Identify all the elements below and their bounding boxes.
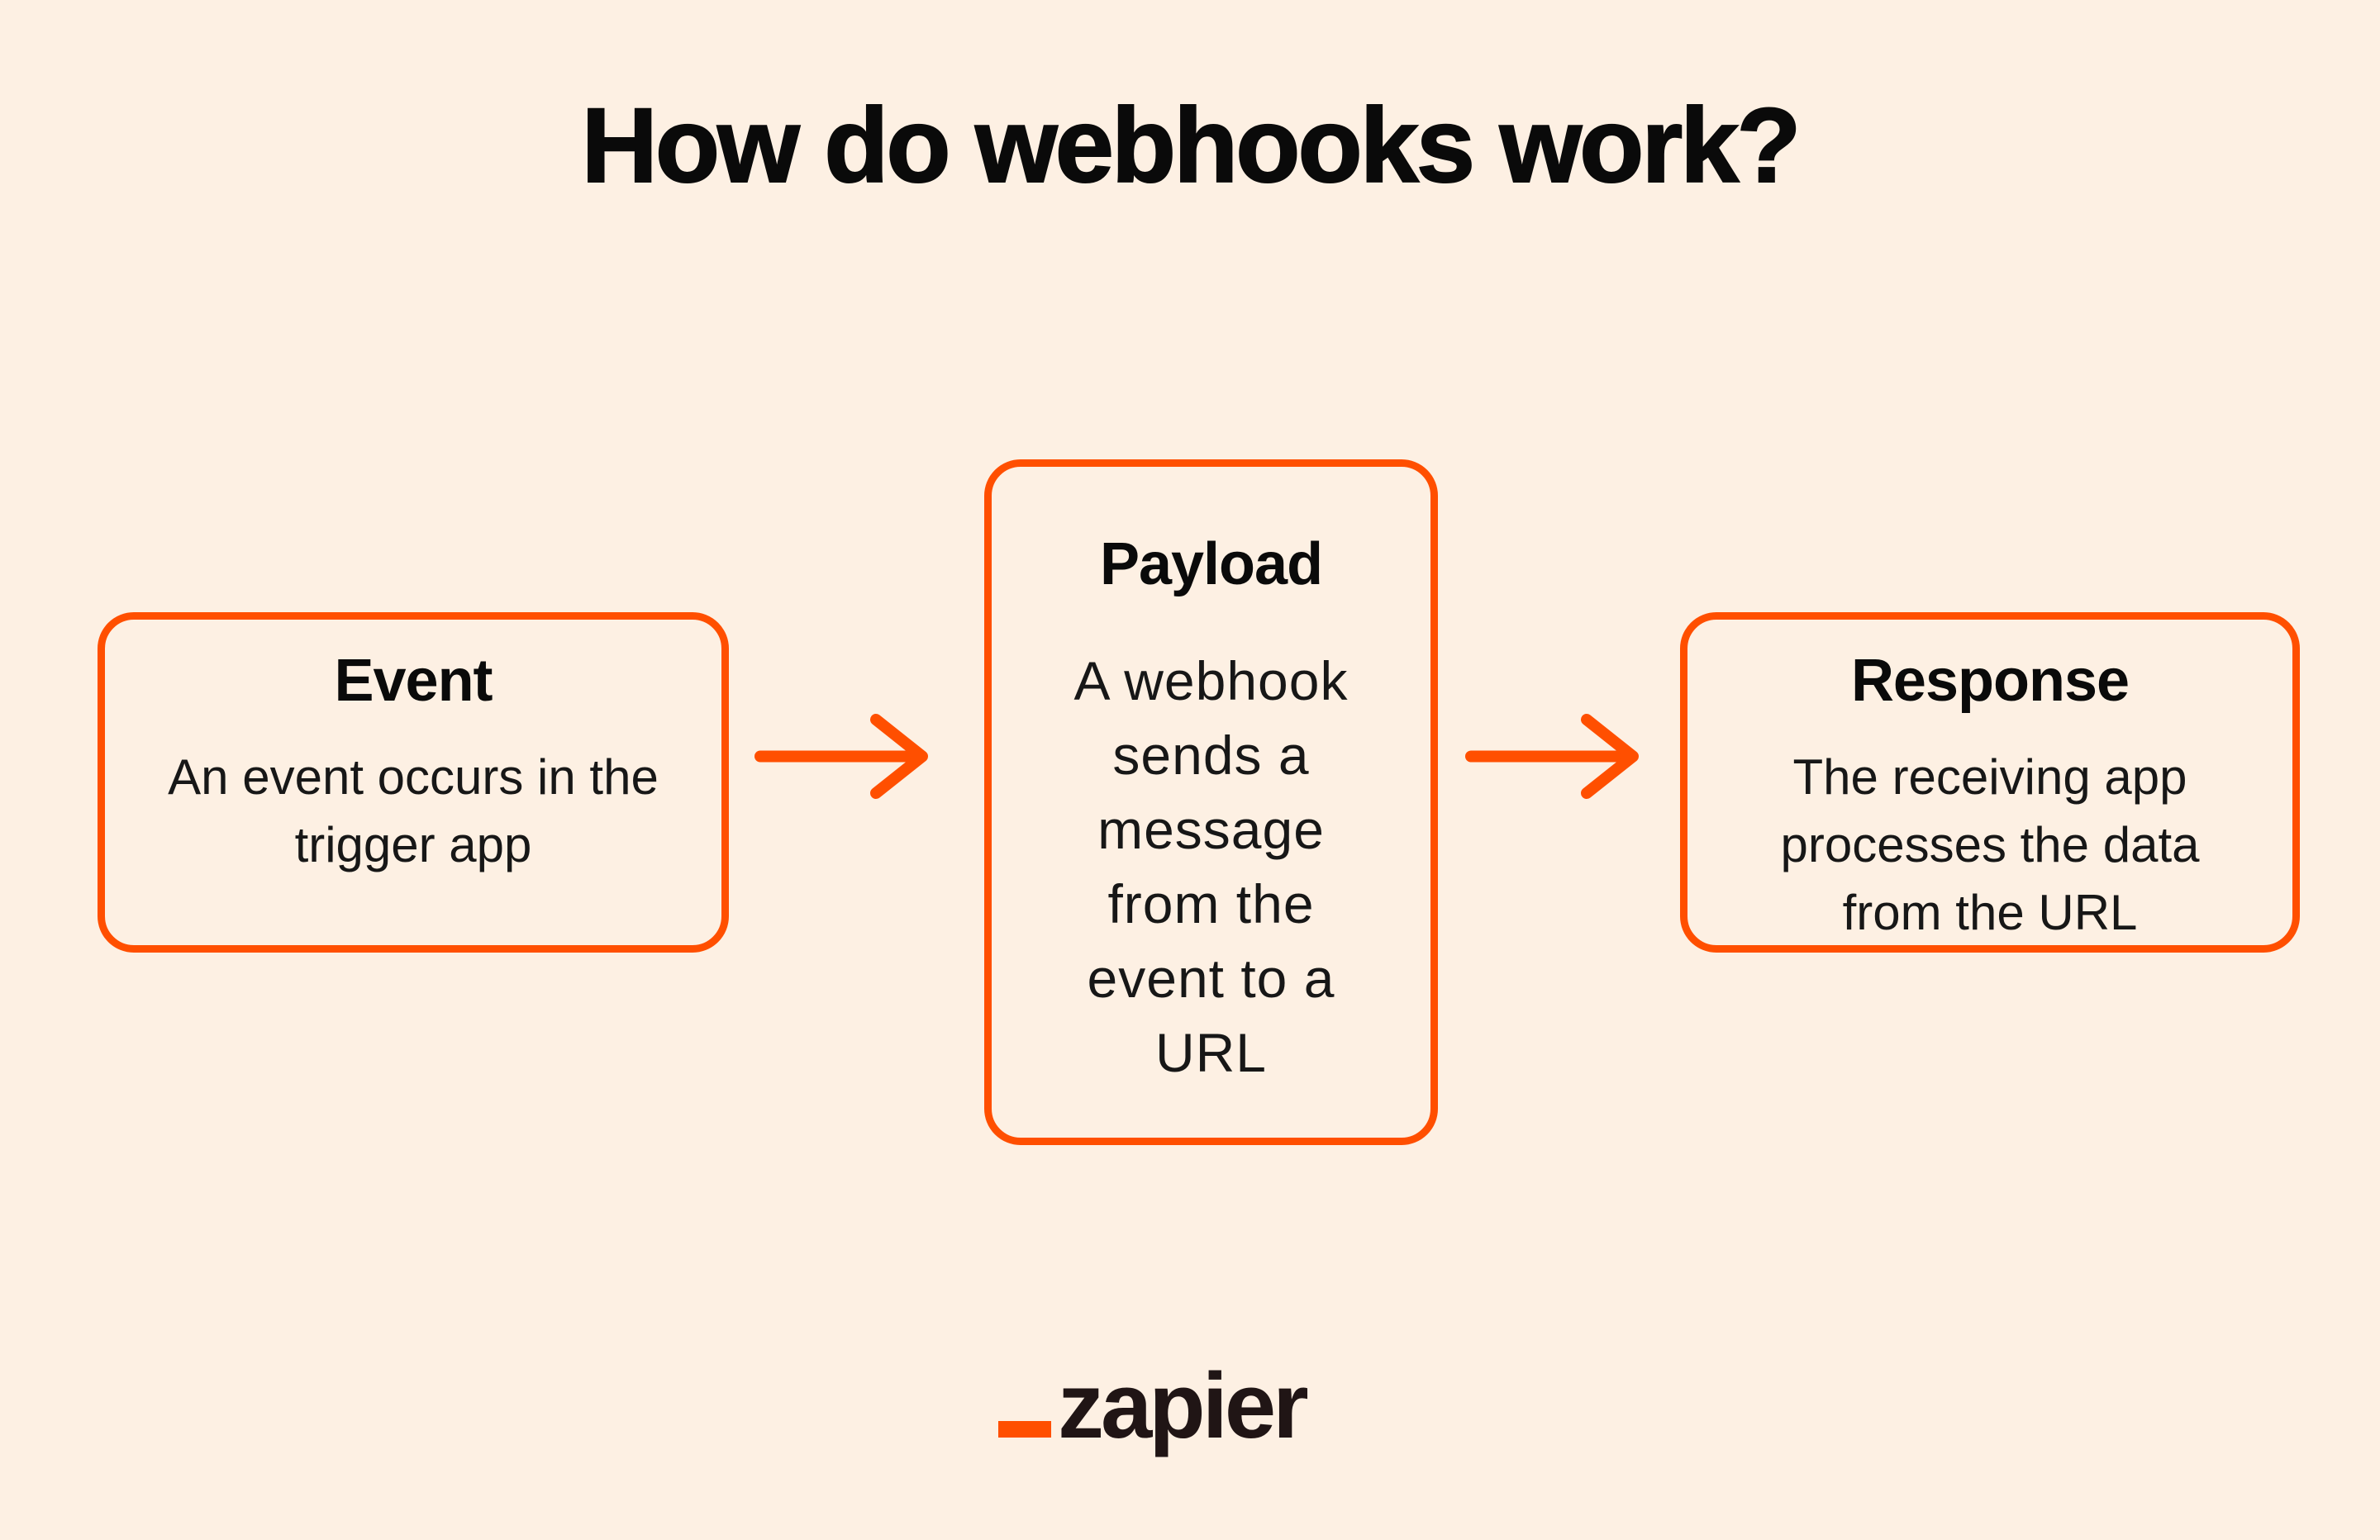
step-title-payload: Payload — [1099, 531, 1323, 597]
step-title-event: Event — [334, 648, 493, 714]
arrow-right-icon — [754, 714, 928, 799]
page-title: How do webhooks work? — [580, 87, 1802, 205]
step-description-payload: A webhook sends a message from the event… — [1073, 650, 1349, 1083]
zapier-logo: zapier — [998, 1354, 1309, 1457]
step-box-payload: Payload A webhook sends a message from t… — [984, 459, 1438, 1145]
step-box-response: Response The receiving app processes the… — [1680, 612, 2300, 953]
step-description-event: An event occurs in the trigger app — [168, 749, 659, 872]
step-description-response: The receiving app processes the data fro… — [1780, 749, 2200, 940]
step-box-event: Event An event occurs in the trigger app — [98, 612, 729, 953]
arrow-right-icon — [1465, 714, 1639, 799]
zapier-logo-text: zapier — [1058, 1354, 1309, 1457]
zapier-logo-underscore-icon — [998, 1421, 1051, 1438]
step-title-response: Response — [1850, 648, 2130, 714]
